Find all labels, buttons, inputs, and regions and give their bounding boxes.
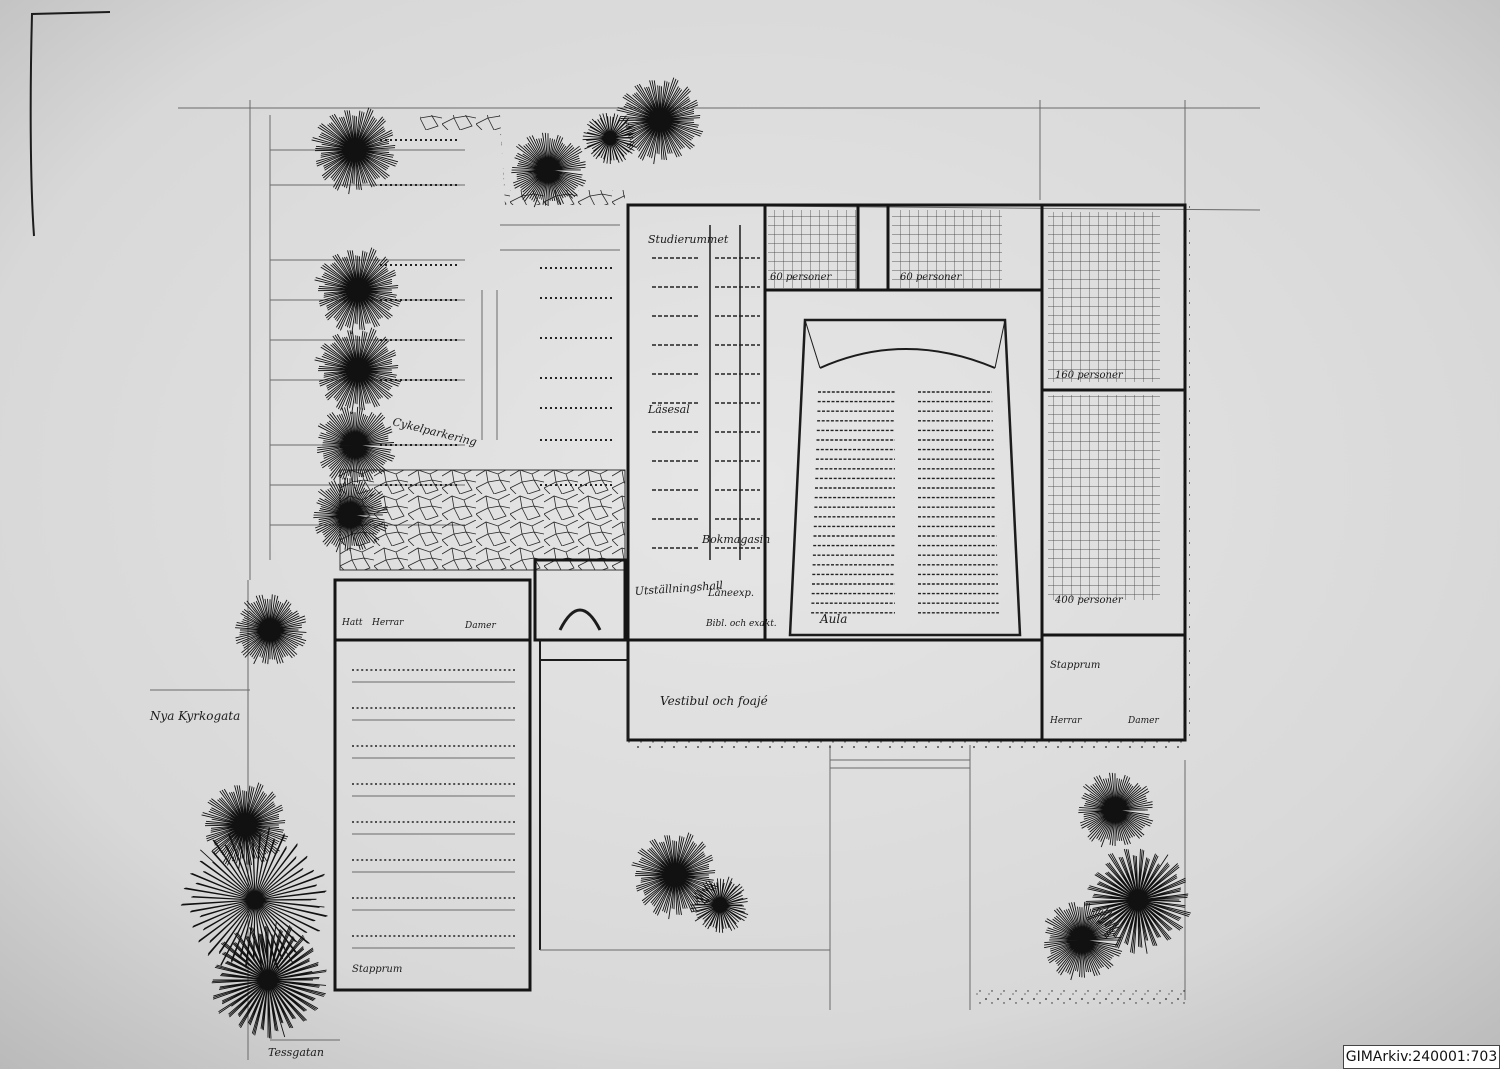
label-side-room-upper: 160 personer [1055, 370, 1124, 381]
stipple-corner [975, 990, 1185, 1004]
tree-icon [314, 247, 402, 335]
auditorium [788, 318, 1022, 637]
stipple-right [1182, 205, 1190, 745]
tree-icon [317, 406, 396, 486]
tree-icon [691, 876, 749, 933]
label-small-room-b: 60 personer [900, 272, 963, 283]
label-small-room-a: 60 personer [770, 272, 833, 283]
label-bottom-street: Tessgatan [268, 1046, 324, 1059]
label-top-left-room: Studierummet [648, 233, 729, 246]
tree-icon [511, 132, 587, 208]
archive-id-label: GIMArkiv:240001:703 [1343, 1045, 1500, 1069]
label-gentlemen-wc: Herrar [371, 618, 404, 628]
label-stairs-bottom: Stapprum [352, 964, 402, 975]
tree-icon [582, 113, 637, 165]
tree-icon [631, 832, 719, 920]
stipple-bottom [628, 740, 1188, 750]
label-reading-room: Läsesal [647, 403, 690, 416]
corner-mark [29, 11, 111, 237]
label-auditorium: Aula [819, 612, 847, 626]
tree-icon [313, 477, 389, 553]
label-catalogue: Bibl. och exakt. [705, 619, 777, 629]
reading-room-shelves [652, 257, 760, 549]
tree-icon [616, 77, 704, 165]
aula-seats-left [811, 391, 895, 614]
label-stairs-right: Stapprum [1050, 660, 1100, 671]
label-side-room-lower: 400 personer [1054, 595, 1124, 606]
label-lending: Låneexp. [707, 587, 754, 599]
label-vestibule: Vestibul och foajé [660, 694, 768, 708]
label-ladies-right: Damer [1127, 716, 1159, 726]
tree-icon [180, 827, 328, 971]
label-book-storage: Bokmagasin [701, 533, 770, 546]
tree-icon [311, 107, 399, 195]
paved-path-top [420, 115, 625, 205]
tree-icon [314, 327, 402, 415]
tree-icon [1084, 848, 1191, 954]
tree-icon [1044, 901, 1123, 981]
trees [180, 77, 1191, 1039]
lower-wing-seat-rows [352, 669, 515, 949]
classroom-grid-a [768, 210, 856, 288]
tree-icon [1078, 772, 1154, 848]
hall-grid-lower [1048, 395, 1160, 600]
label-ladies-wc: Damer [464, 621, 496, 631]
label-exhibition-hall: Utställningshall [634, 579, 724, 598]
tree-icon [211, 921, 327, 1039]
classroom-grid-b [892, 210, 1002, 288]
tree-icon [235, 594, 307, 665]
hall-grid-upper [1048, 212, 1160, 382]
label-gentlemen-right: Herrar [1049, 716, 1082, 726]
aula-seats-right [918, 391, 999, 614]
label-hats-cloak: Hatt [341, 618, 363, 628]
label-left-street: Nya Kyrkogata [149, 709, 240, 723]
